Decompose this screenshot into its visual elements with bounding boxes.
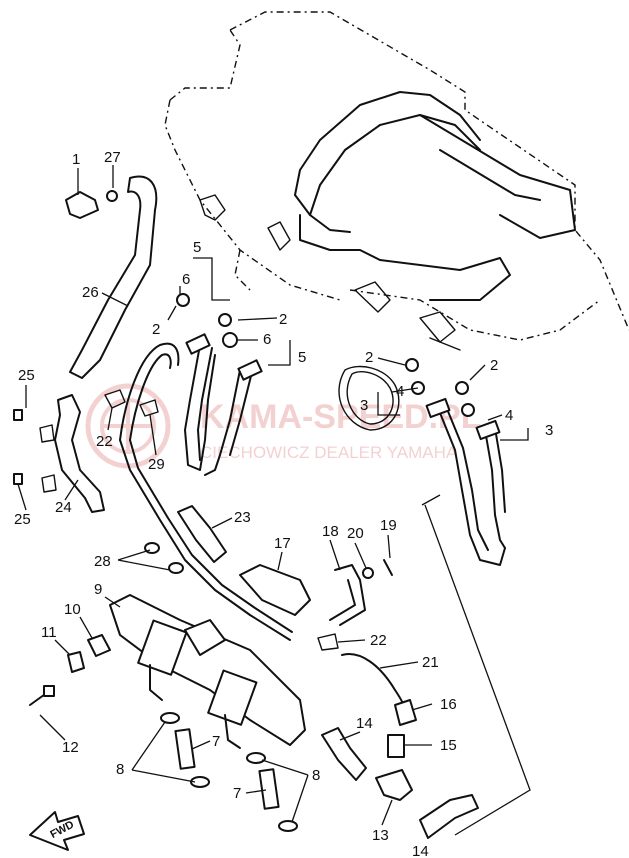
- leader-lines: [17, 165, 529, 826]
- callout-13: 13: [372, 827, 389, 844]
- callout-3-left: 3: [360, 397, 368, 414]
- watermark-text-line2: CIECHOWICZ DEALER YAMAHA: [200, 443, 458, 462]
- callout-6-upper: 6: [182, 271, 190, 288]
- callout-23: 23: [234, 509, 251, 526]
- callout-19: 19: [380, 517, 397, 534]
- callout-5-upper: 5: [193, 239, 201, 256]
- callout-14-lower: 14: [412, 843, 429, 858]
- callout-25-upper: 25: [18, 367, 35, 384]
- center-pipe-assembly: [176, 293, 263, 476]
- callout-3-right: 3: [545, 422, 553, 439]
- callout-5-center: 5: [298, 349, 306, 366]
- callout-12: 12: [62, 739, 79, 756]
- fwd-arrow: FWD: [29, 811, 85, 851]
- callout-22-left: 22: [96, 433, 113, 450]
- left-hose-assembly: [39, 175, 293, 641]
- callout-27: 27: [104, 149, 121, 166]
- callout-2-center: 2: [279, 311, 287, 328]
- callout-18: 18: [322, 523, 339, 540]
- callout-14-upper: 14: [356, 715, 373, 732]
- callout-15: 15: [440, 737, 457, 754]
- engine-outline: [164, 11, 629, 431]
- callout-6-center: 6: [263, 331, 271, 348]
- callout-2-left: 2: [152, 321, 160, 338]
- reed-valve-plate: [109, 594, 306, 749]
- callout-22-right: 22: [370, 632, 387, 649]
- callout-21: 21: [422, 654, 439, 671]
- callout-11: 11: [41, 624, 57, 641]
- callout-9: 9: [94, 581, 102, 598]
- callout-29: 29: [148, 456, 165, 473]
- callout-2-right-a: 2: [365, 349, 373, 366]
- callout-16: 16: [440, 696, 457, 713]
- small-parts: [13, 190, 479, 839]
- callout-8-right: 8: [312, 767, 320, 784]
- callout-7-right: 7: [233, 785, 241, 802]
- callout-4-right: 4: [505, 407, 513, 424]
- callout-4-left: 4: [396, 383, 404, 400]
- callout-20: 20: [347, 525, 364, 542]
- leader-line-right: [421, 494, 441, 506]
- right-pipe-assembly: [405, 358, 506, 566]
- callout-8-left: 8: [116, 761, 124, 778]
- callout-24: 24: [55, 499, 72, 516]
- callout-10: 10: [64, 601, 81, 618]
- callout-28: 28: [94, 553, 111, 570]
- callout-17: 17: [274, 535, 291, 552]
- callout-1: 1: [72, 151, 80, 168]
- callout-7-left: 7: [212, 733, 220, 750]
- callout-26: 26: [82, 284, 99, 301]
- leader-line-14: [424, 504, 531, 836]
- callout-2-right-b: 2: [490, 357, 498, 374]
- callout-25-lower: 25: [14, 511, 31, 528]
- callout-numbers: 1 27 26 25 25 24 5 6 2 22 29 2 6 5 2 2 4…: [14, 149, 553, 858]
